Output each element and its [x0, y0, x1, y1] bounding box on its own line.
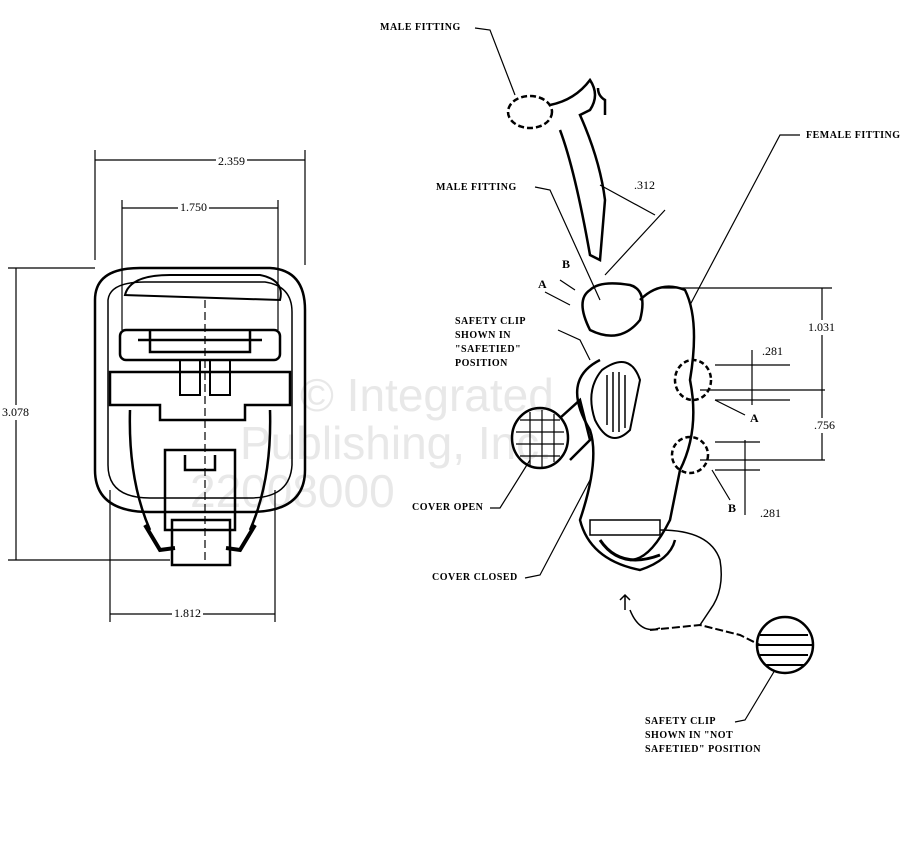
- label-line: SHOWN IN "NOT: [645, 730, 734, 741]
- section-mark-a-right: A: [750, 411, 760, 425]
- label-male-fitting: MALE FITTING: [436, 182, 517, 193]
- label-male-fitting-top: MALE FITTING: [380, 22, 461, 33]
- label-line: POSITION: [455, 358, 508, 369]
- label-cover-closed: COVER CLOSED: [432, 572, 518, 583]
- dimension-height: 3.078: [0, 405, 31, 420]
- right-fitting-side-view: [474, 27, 832, 723]
- dimension-height-upper: 1.031: [806, 320, 837, 335]
- label-line: SAFETIED" POSITION: [645, 744, 761, 755]
- label-cover-open: COVER OPEN: [412, 502, 484, 513]
- dimension-upper-offset: .281: [760, 344, 785, 359]
- section-mark-b-left: B: [562, 257, 571, 271]
- dimension-gap: .312: [632, 178, 657, 193]
- watermark-line-1: © Integrated: [300, 369, 554, 421]
- label-female-fitting: FEMALE FITTING: [806, 130, 901, 141]
- dimension-lower-offset: .281: [758, 506, 783, 521]
- left-fitting-front-view: [8, 150, 307, 622]
- watermark-line-3: 22008000: [190, 465, 395, 517]
- dimension-overall-width: 2.359: [216, 154, 247, 169]
- label-line: SAFETY CLIP: [645, 716, 716, 727]
- dimension-inner-width: 1.750: [178, 200, 209, 215]
- label-line: SAFETY CLIP: [455, 316, 526, 327]
- section-mark-a-left: A: [538, 277, 548, 291]
- label-line: SHOWN IN: [455, 330, 511, 341]
- section-mark-b-right: B: [728, 501, 737, 515]
- label-line: "SAFETIED": [455, 344, 522, 355]
- dimension-base-width: 1.812: [172, 606, 203, 621]
- dimension-height-lower: .756: [812, 418, 837, 433]
